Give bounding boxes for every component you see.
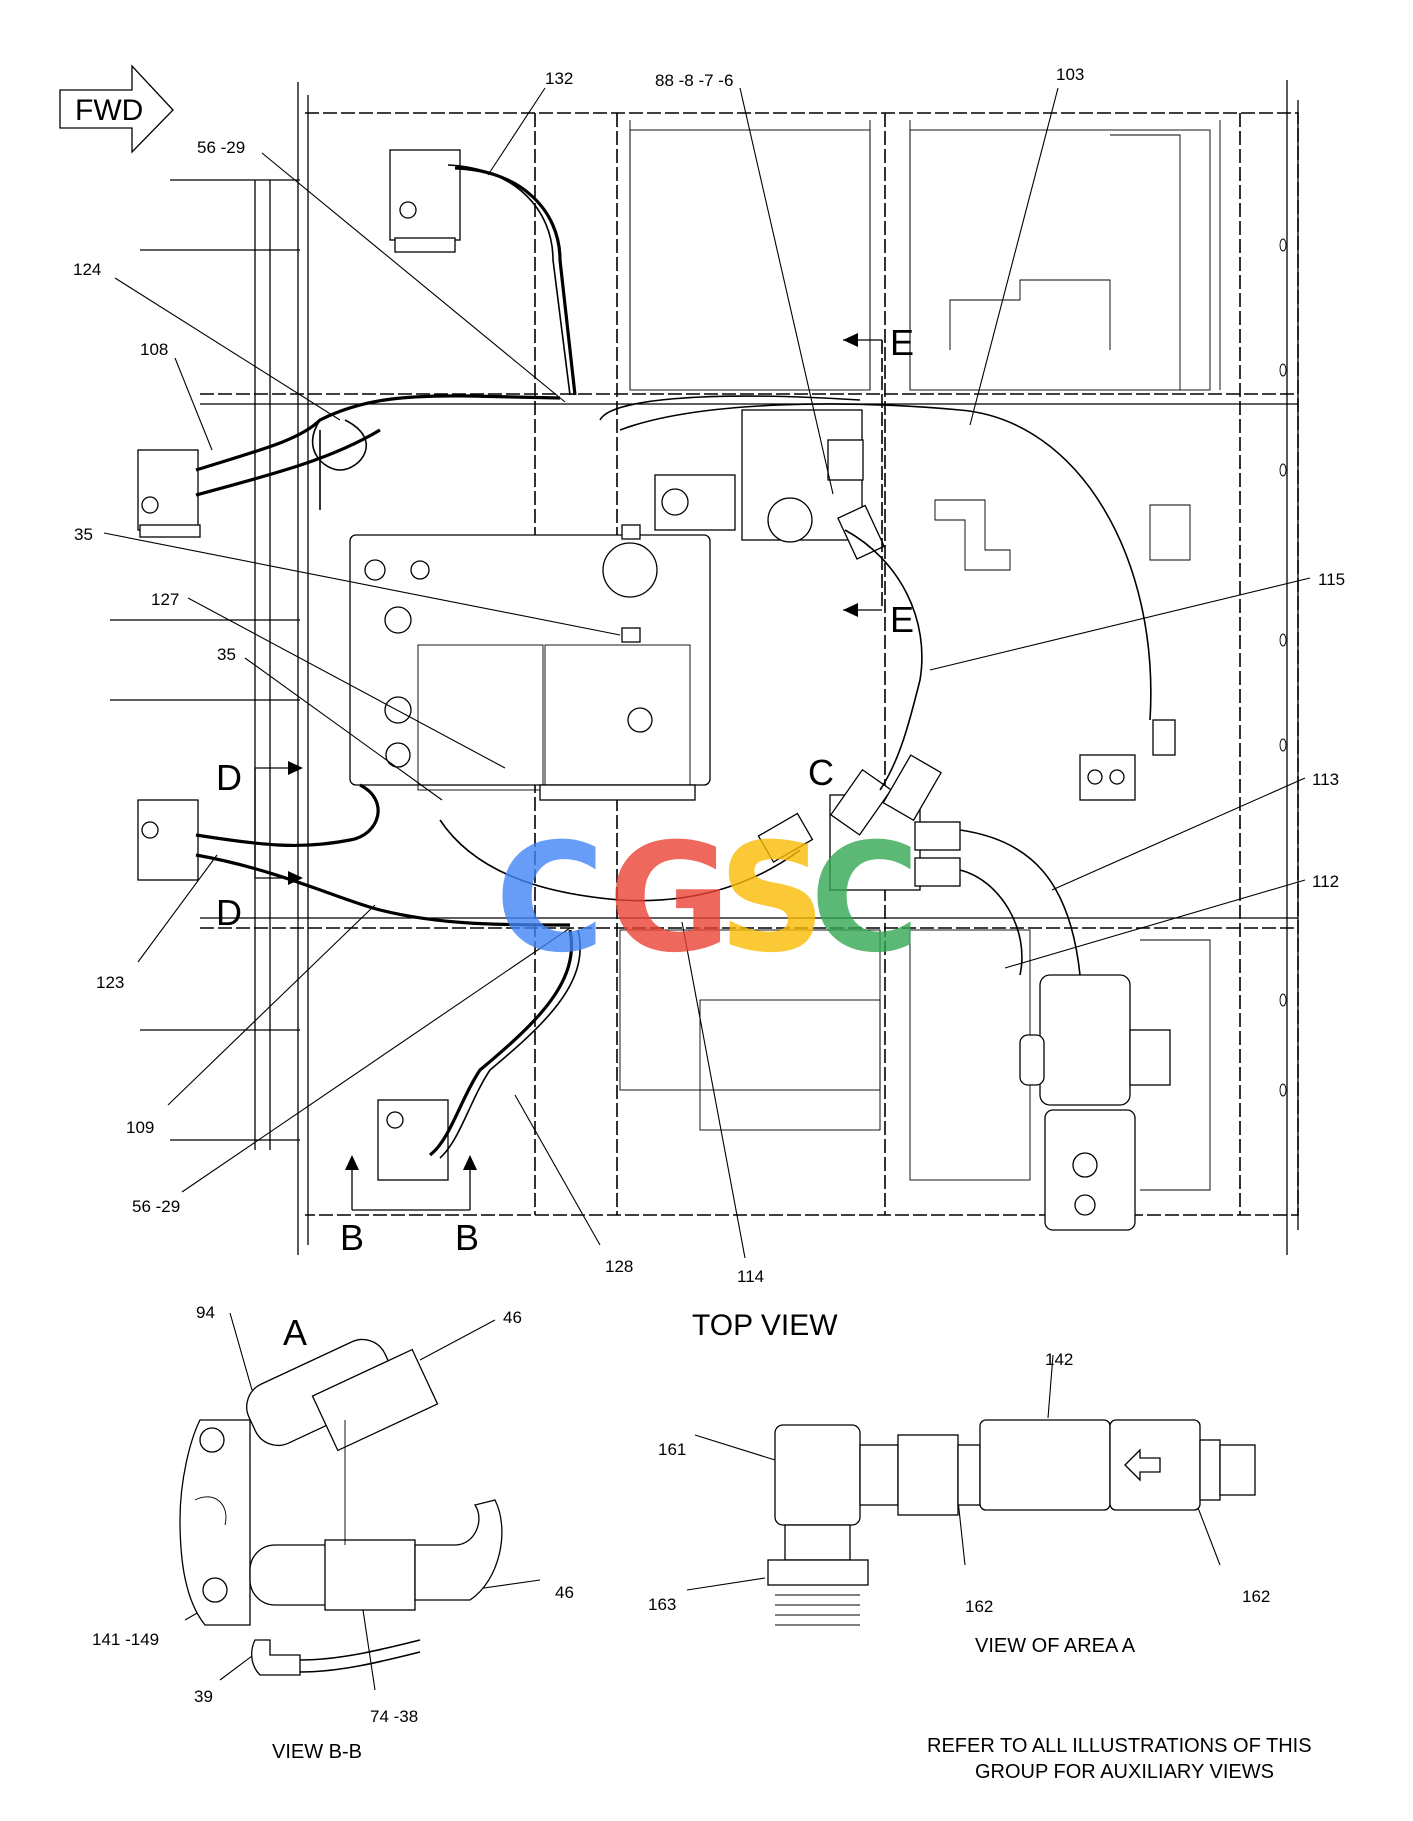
section-c: C (808, 752, 834, 793)
callout-39: 39 (194, 1687, 213, 1706)
watermark-letter-2: G (608, 812, 731, 986)
control-valve-plate (349, 524, 711, 801)
cgsc-watermark: C G S C (495, 812, 920, 986)
callout-46-upper: 46 (503, 1308, 522, 1327)
pump-lower-left (377, 1099, 449, 1181)
callout-123: 123 (96, 973, 124, 992)
callout-35-upper: 35 (74, 525, 93, 544)
callout-103: 103 (1056, 65, 1084, 84)
callout-94: 94 (196, 1303, 215, 1322)
section-letters: E E D D B B C A (216, 322, 914, 1353)
view-bb-title: VIEW B-B (272, 1741, 362, 1763)
callout-35-lower: 35 (217, 645, 236, 664)
machine-frame (110, 80, 1299, 1255)
fwd-label: FWD (75, 94, 143, 127)
callout-161: 161 (658, 1440, 686, 1459)
section-e-bottom: E (890, 599, 914, 640)
callout-labels: 132 88 -8 -7 -6 103 56 -29 124 108 35 12… (73, 65, 1345, 1726)
callout-112: 112 (1312, 872, 1339, 891)
refer-note-line-2: GROUP FOR AUXILIARY VIEWS (975, 1761, 1274, 1783)
view-bb-detail (179, 1338, 503, 1676)
hydraulic-hoses (195, 164, 1152, 1159)
callout-88: 88 -8 -7 -6 (655, 71, 733, 90)
main-pump (1019, 974, 1171, 1231)
section-b-left: B (340, 1217, 364, 1258)
callout-74-38: 74 -38 (370, 1707, 418, 1726)
fitting-cluster-c (757, 754, 961, 891)
watermark-letter-3: S (718, 812, 826, 986)
callout-46-lower: 46 (555, 1583, 574, 1602)
forward-arrow: FWD (59, 64, 174, 154)
callout-113: 113 (1312, 770, 1339, 789)
top-view-title: TOP VIEW (692, 1309, 838, 1342)
section-b-right: B (455, 1217, 479, 1258)
section-d-top: D (216, 757, 242, 798)
callout-124: 124 (73, 260, 101, 279)
section-e-top: E (890, 322, 914, 363)
callout-142: 142 (1045, 1350, 1073, 1369)
callout-128: 128 (605, 1257, 633, 1276)
pump-123 (137, 799, 199, 881)
callout-132: 132 (545, 69, 573, 88)
section-a: A (283, 1312, 307, 1353)
callout-108: 108 (140, 340, 168, 359)
callout-163: 163 (648, 1595, 676, 1614)
section-e-marker (843, 333, 883, 617)
callout-115: 115 (1318, 570, 1345, 589)
filter-canister (602, 542, 658, 598)
callout-114: 114 (737, 1267, 764, 1286)
callout-109: 109 (126, 1118, 154, 1137)
section-d-bottom: D (216, 892, 242, 933)
right-brackets (934, 499, 1191, 801)
watermark-letter-4: C (810, 812, 920, 986)
section-d-marker (254, 761, 303, 885)
callout-162-right: 162 (1242, 1587, 1270, 1606)
callout-127: 127 (151, 590, 179, 609)
refer-note-line-1: REFER TO ALL ILLUSTRATIONS OF THIS (927, 1735, 1312, 1757)
right-edge-rivets (1279, 238, 1287, 1097)
section-b-marker (345, 1155, 477, 1211)
callout-141-149: 141 -149 (92, 1630, 159, 1649)
upper-valve-cluster (654, 409, 886, 560)
view-area-a-title: VIEW OF AREA A (975, 1635, 1136, 1657)
watermark-letter-1: C (495, 812, 605, 986)
view-area-a-detail (767, 1419, 1256, 1626)
callout-56-29-lower: 56 -29 (132, 1197, 180, 1216)
left-pumps (137, 149, 461, 1181)
pump-108 (137, 449, 201, 538)
callout-162-left: 162 (965, 1597, 993, 1616)
callout-56-29-upper: 56 -29 (197, 138, 245, 157)
